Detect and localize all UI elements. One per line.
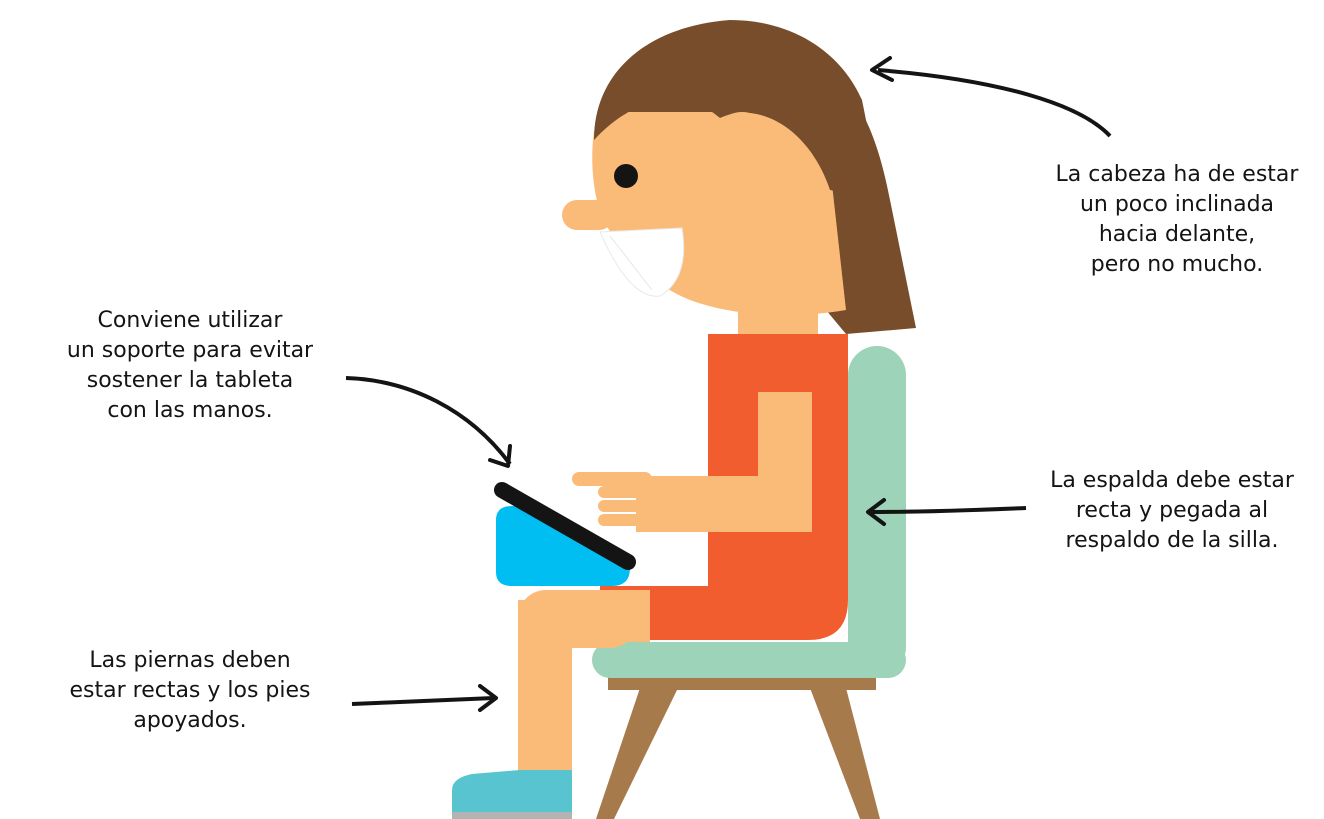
annotation-back-line: recta y pegada al bbox=[1075, 498, 1269, 523]
annotation-stand-line: sostener la tableta bbox=[86, 368, 294, 393]
chair-legs bbox=[596, 676, 880, 819]
annotation-head: La cabeza ha de estar un poco inclinada … bbox=[1030, 160, 1324, 280]
annotation-back-line: La espalda debe estar bbox=[1050, 468, 1294, 493]
annotation-back: La espalda debe estar recta y pegada al … bbox=[1024, 466, 1320, 556]
annotation-head-line: un poco inclinada bbox=[1079, 192, 1275, 217]
nose bbox=[562, 200, 614, 230]
annotation-head-line: hacia delante, bbox=[1098, 222, 1256, 247]
annotation-head-line: pero no mucho. bbox=[1090, 252, 1264, 277]
arrow-to-legs bbox=[351, 684, 498, 712]
annotation-stand-line: con las manos. bbox=[107, 398, 273, 423]
ear bbox=[708, 112, 776, 184]
annotation-legs: Las piernas deben estar rectas y los pie… bbox=[40, 646, 340, 736]
shoe bbox=[452, 770, 572, 819]
arrow-to-tablet-stand bbox=[345, 376, 512, 468]
arrow-to-back bbox=[866, 498, 1027, 526]
tablet bbox=[494, 482, 636, 570]
annotation-legs-line: apoyados. bbox=[133, 708, 247, 733]
arrow-to-head bbox=[870, 56, 1112, 138]
annotation-legs-line: Las piernas deben bbox=[89, 648, 291, 673]
annotation-head-line: La cabeza ha de estar bbox=[1055, 162, 1299, 187]
annotation-tablet-stand: Conviene utilizar un soporte para evitar… bbox=[30, 306, 350, 426]
arm bbox=[572, 392, 812, 532]
eye bbox=[614, 164, 638, 188]
hair-fringe bbox=[594, 20, 882, 200]
annotation-back-line: respaldo de la silla. bbox=[1065, 528, 1279, 553]
tablet-stand bbox=[496, 506, 630, 586]
smile bbox=[599, 227, 685, 297]
annotation-legs-line: estar rectas y los pies bbox=[69, 678, 311, 703]
leg bbox=[518, 590, 650, 776]
annotation-stand-line: un soporte para evitar bbox=[66, 338, 314, 363]
annotation-stand-line: Conviene utilizar bbox=[97, 308, 283, 333]
